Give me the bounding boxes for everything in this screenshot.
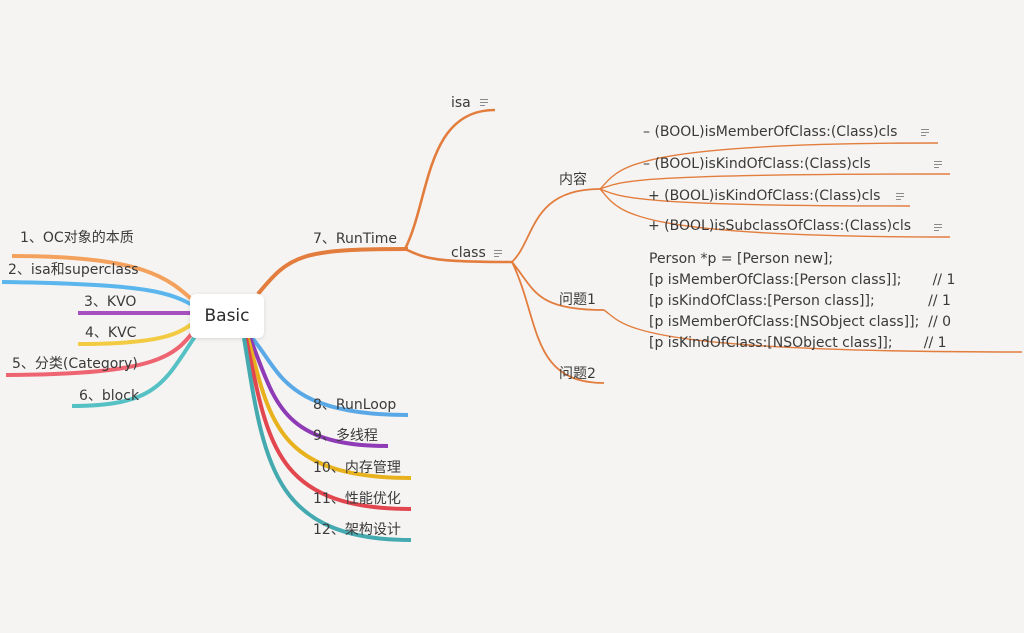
branch-runtime[interactable]: 7、RunTime [313, 231, 398, 247]
note-icon[interactable] [934, 224, 942, 231]
branch-runloop[interactable]: 8、RunLoop [313, 397, 397, 413]
method-is-subclass-of-class[interactable]: + (BOOL)isSubclassOfClass:(Class)cls [648, 218, 912, 234]
branch-memory-management[interactable]: 10、内存管理 [313, 460, 401, 476]
connector-12 [242, 337, 412, 542]
topic-question2[interactable]: 问题2 [559, 366, 596, 382]
connector-m3 [599, 188, 911, 207]
connector-7 [256, 247, 409, 296]
note-icon[interactable] [494, 250, 502, 257]
code-line: [p isMemberOfClass:[Person class]]; // 1 [649, 272, 956, 288]
code-line: [p isKindOfClass:[Person class]]; // 1 [649, 293, 951, 309]
connector-6 [71, 330, 200, 408]
connector-9 [248, 337, 389, 448]
code-snippet[interactable]: Person *p = [Person new]; [p isMemberOfC… [649, 249, 955, 354]
connector-m2 [599, 173, 951, 190]
connector-5 [5, 324, 200, 377]
connector-2 [1, 280, 199, 310]
branch-oc-object[interactable]: 1、OC对象的本质 [20, 230, 134, 246]
connector-content [511, 188, 601, 263]
branch-multithreading[interactable]: 9、多线程 [313, 428, 378, 444]
branch-block[interactable]: 6、block [79, 388, 140, 404]
branch-kvo[interactable]: 3、KVO [84, 294, 137, 310]
branch-performance[interactable]: 11、性能优化 [313, 491, 401, 507]
note-icon[interactable] [480, 99, 488, 106]
connector-class [404, 247, 513, 264]
method-is-kind-of-class-instance[interactable]: – (BOOL)isKindOfClass:(Class)cls [643, 156, 871, 172]
connector-8 [250, 336, 409, 417]
method-is-member-of-class[interactable]: – (BOOL)isMemberOfClass:(Class)cls [643, 124, 898, 140]
code-line: Person *p = [Person new]; [649, 251, 834, 267]
connector-isa [403, 108, 496, 250]
code-line: [p isKindOfClass:[NSObject class]]; // 1 [649, 335, 947, 351]
topic-content[interactable]: 内容 [559, 172, 587, 188]
topic-class[interactable]: class [451, 245, 486, 261]
note-icon[interactable] [896, 193, 904, 200]
topic-isa[interactable]: isa [451, 95, 471, 111]
connector-q2 [511, 261, 605, 384]
connector-1 [11, 254, 200, 307]
branch-isa-superclass[interactable]: 2、isa和superclass [8, 262, 139, 278]
connector-10 [246, 337, 412, 480]
connector-m1 [599, 142, 939, 190]
topic-question1[interactable]: 问题1 [559, 292, 596, 308]
connector-11 [244, 337, 412, 511]
code-line: [p isMemberOfClass:[NSObject class]]; //… [649, 314, 952, 330]
connector-m4 [599, 188, 951, 238]
branch-kvc[interactable]: 4、KVC [85, 325, 137, 341]
method-is-kind-of-class-class[interactable]: + (BOOL)isKindOfClass:(Class)cls [648, 188, 881, 204]
connector-code [603, 309, 1023, 353]
note-icon[interactable] [934, 161, 942, 168]
branch-architecture[interactable]: 12、架构设计 [313, 522, 401, 538]
root-topic[interactable]: Basic [190, 294, 264, 338]
branch-category[interactable]: 5、分类(Category) [12, 356, 138, 372]
connector-q1 [511, 261, 605, 311]
note-icon[interactable] [921, 129, 929, 136]
